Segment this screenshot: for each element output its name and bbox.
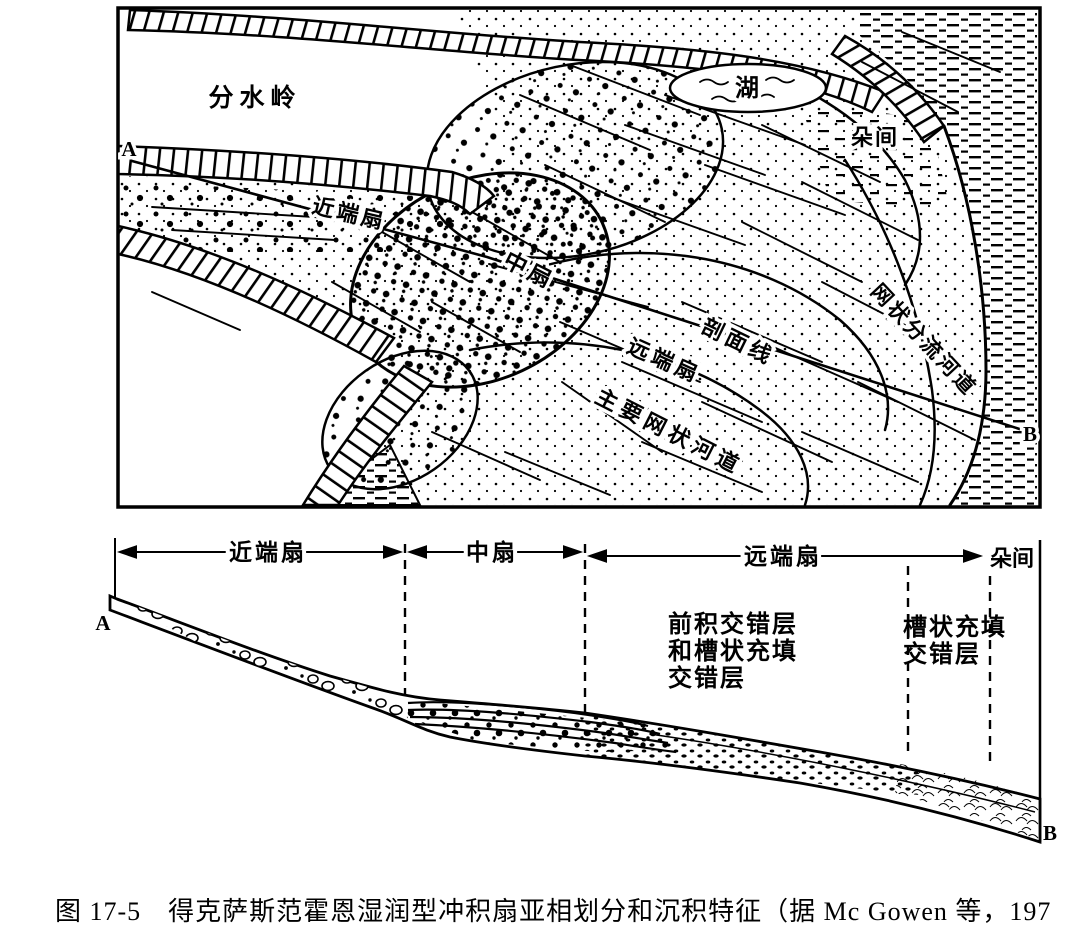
label-point-a: A [121, 137, 137, 161]
anno-trough-line2: 交错层 [903, 640, 981, 668]
interlobe-right [860, 10, 1037, 505]
map-frame [116, 6, 1042, 509]
label-divide: 分水岭 [208, 83, 301, 112]
section-line-ab [130, 159, 1037, 436]
cross-section-panel: 近端扇 中扇 远端扇 朵间 A B 前积交错层 和槽状充填 交错层 [95, 535, 1057, 845]
section-point-a: A [95, 611, 111, 635]
zone-distal: 远端扇 [744, 543, 822, 569]
anno-foreset-line2: 和槽状充填 [668, 637, 798, 665]
texture-cobbles [110, 596, 405, 719]
texture-trough-scallops [895, 764, 1040, 840]
label-point-b: B [1023, 422, 1037, 446]
figure-caption: 图 17-5 得克萨斯范霍恩湿润型冲积扇亚相划分和沉积特征（据 Mc Gowen… [55, 897, 1052, 926]
anno-foreset-line3: 交错层 [668, 664, 746, 692]
profile-internal-line [649, 733, 1036, 813]
zone-arrows [114, 538, 1042, 842]
band-mid-left [116, 224, 396, 364]
zone-interlobe: 朵间 [990, 546, 1034, 571]
band-right-rim [830, 34, 946, 144]
band-lower-left [300, 364, 434, 507]
zone-dividers [403, 544, 992, 764]
ribbed-channel-bands [116, 8, 946, 507]
anno-trough-line1: 槽状充填 [903, 613, 1007, 641]
anno-foreset-line1: 前积交错层 [668, 610, 798, 638]
section-point-b: B [1043, 821, 1057, 845]
map-panel: 分水岭 A 近端扇 中扇 剖面线 远端扇 主要网状河道 网状分流河道 湖 朵间 … [116, 6, 1042, 509]
zone-proximal: 近端扇 [229, 539, 307, 565]
bedding-annotations: 前积交错层 和槽状充填 交错层 槽状充填 交错层 [668, 610, 1007, 692]
texture-distal-specks [585, 713, 920, 795]
label-interlobe-map: 朵间 [851, 125, 899, 150]
label-lake: 湖 [735, 75, 759, 102]
lake [668, 62, 828, 114]
top-canyon-band [126, 8, 887, 114]
zone-mid: 中扇 [466, 539, 518, 565]
proximal-coarse-strip [118, 182, 460, 252]
band-A [116, 144, 496, 216]
